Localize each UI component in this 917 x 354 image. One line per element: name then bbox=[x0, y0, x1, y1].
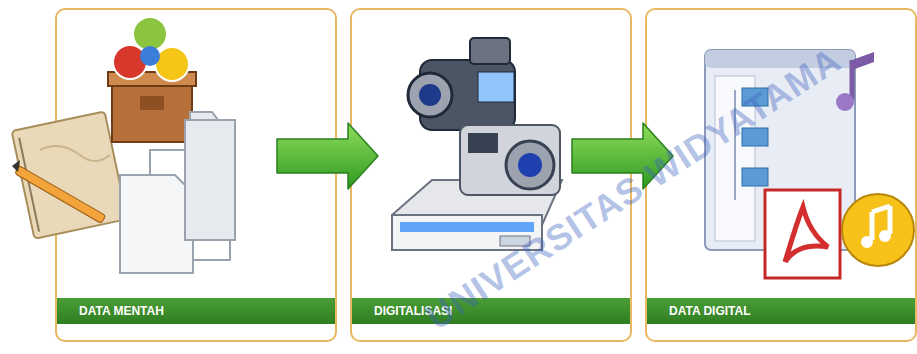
process-panel: DATA DIGITAL bbox=[645, 8, 917, 342]
step-label: DATA MENTAH bbox=[57, 298, 335, 324]
process-panel: DATA MENTAH bbox=[55, 8, 337, 342]
step-label: DIGITALISASI bbox=[352, 298, 630, 324]
process-panel: DIGITALISASI bbox=[350, 8, 632, 342]
step-label: DATA DIGITAL bbox=[647, 298, 915, 324]
